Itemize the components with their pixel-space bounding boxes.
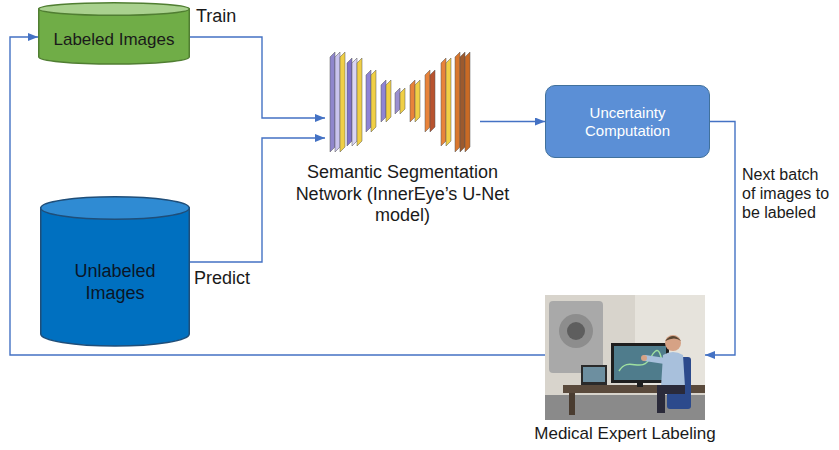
unet-layers [330,52,470,152]
node-label: Unlabeled Images [60,261,170,304]
database-cylinder: Labeled Images [38,2,190,64]
expert-photo [545,295,705,420]
caption-text: Medical Expert Labeling [515,424,735,444]
network-node: Semantic Segmentation Network (InnerEye’… [325,45,480,158]
caption-block: Semantic Segmentation Network (InnerEye’… [287,162,519,227]
cylinder-body [41,208,190,346]
flow-arrow [705,122,735,356]
unet-illustration [325,45,480,158]
expert-node: Medical Expert Labeling [545,295,705,420]
flow-arrow [190,37,325,118]
edge-label: Next batch of images to be labeled [742,165,830,223]
node-label: Labeled Images [54,30,175,50]
flow-arrow [10,37,545,355]
caption-text: Semantic Segmentation Network (InnerEye’… [287,162,519,227]
edge-label: Train [196,6,266,28]
process-box: Uncertainty Computation [545,85,710,158]
cylinder-body [39,9,190,64]
photo-scene [545,295,705,420]
node-label: Uncertainty Computation [563,104,693,140]
database-cylinder: Unlabeled Images [40,196,190,346]
cylinder-top [39,3,190,16]
flow-arrow [480,121,545,122]
caption-block: Medical Expert Labeling [515,424,735,444]
cylinder-top [41,197,190,220]
edge-label: Predict [194,268,274,290]
